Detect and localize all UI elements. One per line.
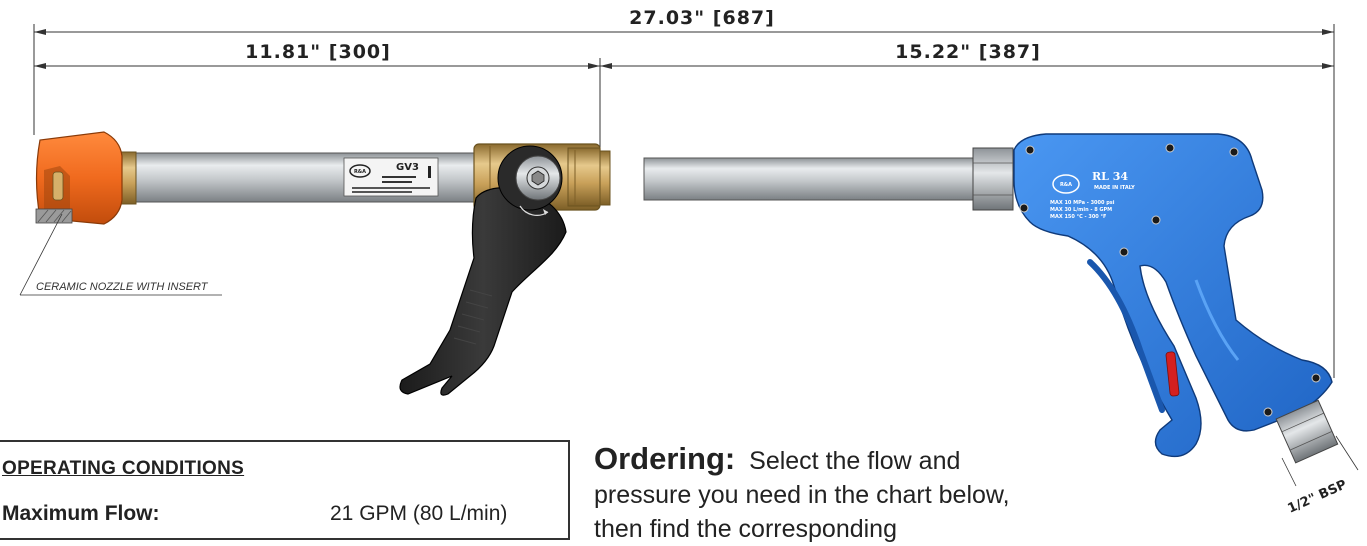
- trigger-gun: [1013, 133, 1333, 458]
- dimension-lines: [33, 24, 1335, 378]
- bsp-dimension: [1281, 435, 1359, 487]
- gun-rating-line-1: MAX 10 MPa - 3000 psi: [1050, 200, 1115, 206]
- dimension-arrows: [34, 29, 1334, 69]
- grip-texture: [453, 289, 493, 345]
- ceramic-nozzle: [35, 131, 137, 225]
- ordering-instructions: Ordering: Select the flow and pressure y…: [594, 442, 1054, 546]
- black-grip-handle: [399, 187, 567, 396]
- gun-screws: [1019, 143, 1321, 417]
- ordering-heading: Ordering:: [594, 441, 736, 476]
- operating-conditions-title: OPERATING CONDITIONS: [2, 458, 245, 479]
- valve-label-plate: R&A GV3: [343, 157, 439, 197]
- rear-lance-tube: [599, 150, 611, 206]
- maximum-flow-label: Maximum Flow:: [2, 502, 160, 525]
- hex-nut: [972, 147, 1014, 211]
- gun-logo-badge: R&A: [1052, 174, 1080, 194]
- operating-conditions-panel: OPERATING CONDITIONS Maximum Flow: 21 GP…: [0, 440, 570, 540]
- nozzle-callout-text: CERAMIC NOZZLE WITH INSERT: [36, 281, 209, 293]
- valve-logo-text: R&A: [354, 169, 366, 175]
- gun-logo-text: R&A: [1060, 182, 1072, 188]
- valve-knob: [497, 145, 563, 216]
- gun-rating-line-2: MAX 30 L/min - 8 GPM: [1050, 207, 1112, 213]
- maximum-flow-value: 21 GPM (80 L/min): [330, 502, 508, 525]
- inlet-fitting: [1275, 399, 1339, 464]
- gun-model-text: RL 34: [1092, 170, 1128, 183]
- gun-rating-line-3: MAX 150 °C - 300 °F: [1050, 214, 1106, 220]
- gun-made-in-text: MADE IN ITALY: [1094, 185, 1135, 191]
- right-segment-label: 15.22" [387]: [895, 41, 1041, 63]
- left-segment-label: 11.81" [300]: [245, 41, 391, 63]
- rear-tube: [643, 157, 975, 201]
- valve-model-text: GV3: [396, 162, 419, 173]
- technical-drawing: 27.03" [687] 11.81" [300] 15.22" [387] R…: [19, 7, 1359, 517]
- nozzle-leader-line: [19, 213, 63, 296]
- red-safety-trigger: [1165, 351, 1180, 397]
- overall-length-label: 27.03" [687]: [629, 7, 775, 29]
